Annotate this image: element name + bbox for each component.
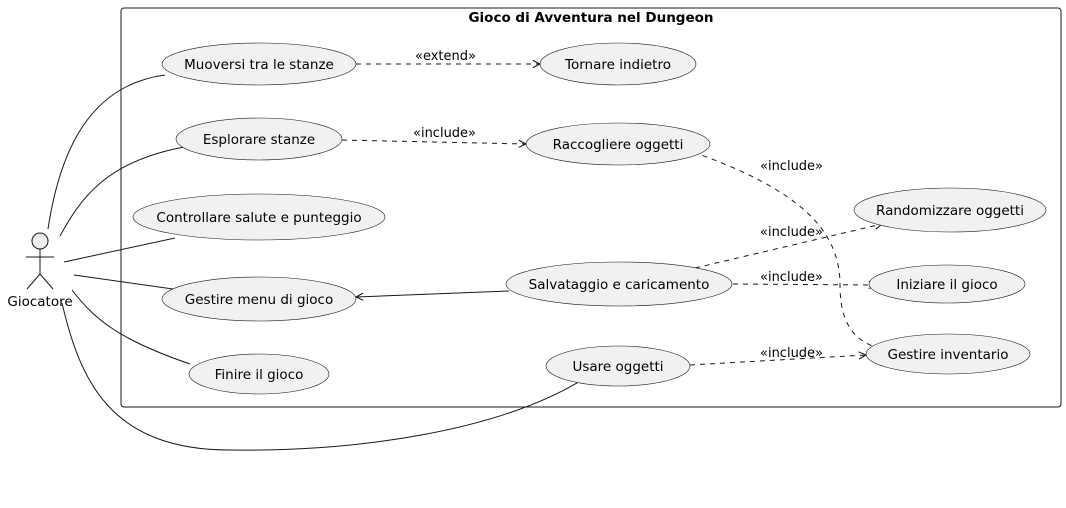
assoc-finire xyxy=(71,289,191,365)
system-boundary xyxy=(120,7,1062,408)
use-case-controllare: Controllare salute e punteggio xyxy=(132,193,386,241)
edge-label-include-raccogliere: «include» xyxy=(413,126,476,141)
use-case-label: Raccogliere oggetti xyxy=(553,137,684,153)
use-case-label: Usare oggetti xyxy=(572,359,663,375)
actor-giocatore: Giocatore xyxy=(7,232,73,310)
edge-label-extend: «extend» xyxy=(415,49,476,64)
use-case-finire: Finire il gioco xyxy=(188,353,330,395)
edge-label-include-randomizzare: «include» xyxy=(760,225,823,240)
edge-include-randomizzare xyxy=(694,224,882,269)
use-case-usare: Usare oggetti xyxy=(545,345,691,387)
use-case-esplorare: Esplorare stanze xyxy=(175,117,343,161)
use-case-label: Gestire inventario xyxy=(888,347,1009,363)
use-case-label: Salvataggio e caricamento xyxy=(529,277,710,293)
use-case-label: Controllare salute e punteggio xyxy=(156,210,361,226)
edge-label-include-iniziare: «include» xyxy=(760,270,823,285)
use-case-iniziare: Iniziare il gioco xyxy=(868,264,1026,304)
assoc-usare xyxy=(61,302,583,451)
use-case-randomizzare: Randomizzare oggetti xyxy=(853,187,1047,233)
edge-label-include-raccogliere-inventario: «include» xyxy=(760,159,823,174)
use-case-tornare: Tornare indietro xyxy=(539,42,697,86)
edge-label-include-usare: «include» xyxy=(760,346,823,361)
use-case-label: Randomizzare oggetti xyxy=(876,203,1024,219)
use-case-gestire-inventario: Gestire inventario xyxy=(865,333,1031,375)
use-case-gestire-menu: Gestire menu di gioco xyxy=(161,276,357,322)
use-case-label: Gestire menu di gioco xyxy=(185,292,333,308)
use-case-salvataggio: Salvataggio e caricamento xyxy=(505,261,733,307)
system-title: Gioco di Avventura nel Dungeon xyxy=(468,10,713,26)
actor-head xyxy=(31,232,49,250)
use-case-label: Iniziare il gioco xyxy=(896,277,997,293)
edge-include-iniziare xyxy=(732,284,876,285)
assoc-controllare xyxy=(63,237,176,263)
edge-include-inventario-from-raccogliere xyxy=(692,151,885,350)
use-case-label: Muoversi tra le stanze xyxy=(184,57,334,73)
use-case-label: Esplorare stanze xyxy=(203,132,315,148)
edge-salvataggio-gestire-menu xyxy=(356,290,510,297)
assoc-esplorare xyxy=(59,145,191,237)
assoc-gestire-menu xyxy=(73,274,181,291)
actor-label: Giocatore xyxy=(7,294,72,310)
edge-include-raccogliere xyxy=(341,139,526,144)
use-case-raccogliere: Raccogliere oggetti xyxy=(525,122,711,166)
use-case-label: Tornare indietro xyxy=(564,57,671,73)
actor-leg-left xyxy=(26,273,41,290)
use-case-muoversi: Muoversi tra le stanze xyxy=(161,42,357,86)
use-case-label: Finire il gioco xyxy=(215,367,304,383)
actor-leg-right xyxy=(39,273,54,290)
assoc-muoversi xyxy=(47,74,166,230)
